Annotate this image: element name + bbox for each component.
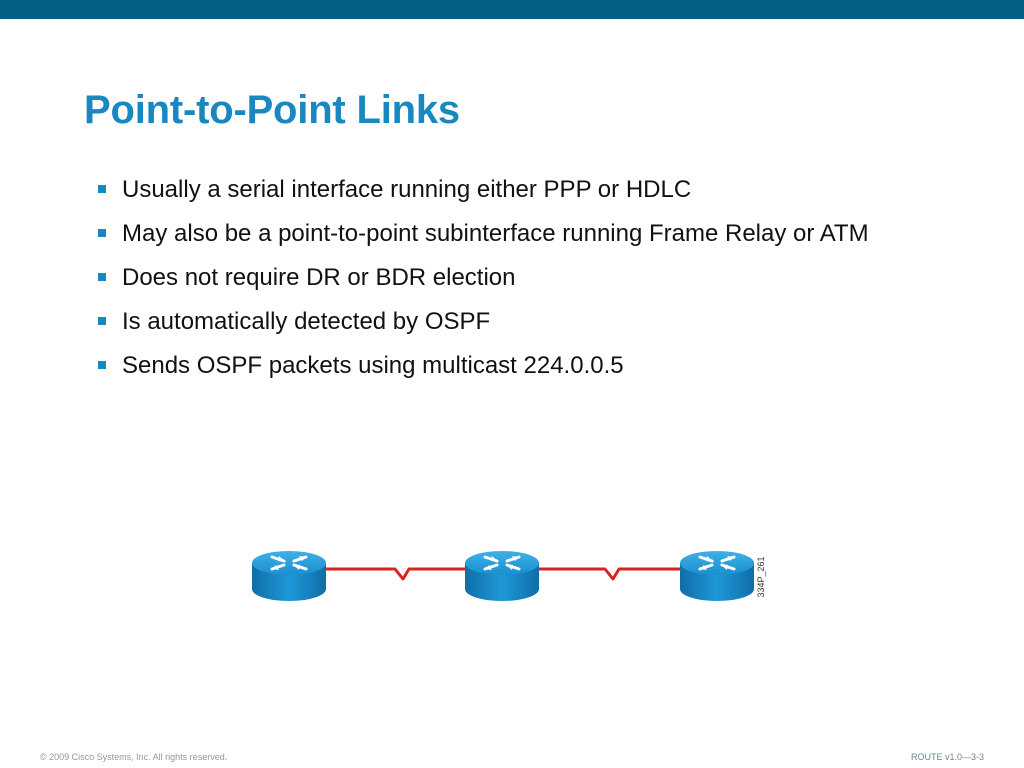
- bullet-square-icon: [98, 185, 106, 193]
- bullet-square-icon: [98, 317, 106, 325]
- serial-link: [539, 567, 680, 581]
- serial-link: [325, 567, 465, 581]
- bullet-item: Does not require DR or BDR election: [98, 262, 978, 294]
- router-icon: [250, 549, 328, 603]
- bullet-item: Sends OSPF packets using multicast 224.0…: [98, 350, 978, 382]
- network-diagram: [250, 549, 756, 603]
- router-icon: [678, 549, 756, 603]
- bullet-text: Sends OSPF packets using multicast 224.0…: [122, 352, 624, 379]
- bullet-text: Is automatically detected by OSPF: [122, 308, 491, 335]
- top-banner: [0, 0, 1024, 19]
- bullet-item: Is automatically detected by OSPF: [98, 306, 978, 338]
- bullet-square-icon: [98, 361, 106, 369]
- footer-copyright: © 2009 Cisco Systems, Inc. All rights re…: [40, 752, 228, 762]
- bullet-item: Usually a serial interface running eithe…: [98, 174, 978, 206]
- footer-course-page: ROUTE v1.0—3-3: [910, 752, 984, 762]
- figure-code: 334P_261: [756, 556, 766, 598]
- bullet-list: Usually a serial interface running eithe…: [98, 174, 978, 394]
- router-icon: [463, 549, 541, 603]
- bullet-square-icon: [98, 229, 106, 237]
- bullet-text: Usually a serial interface running eithe…: [122, 176, 692, 203]
- bullet-text: Does not require DR or BDR election: [122, 264, 516, 291]
- bullet-square-icon: [98, 273, 106, 281]
- bullet-text: May also be a point-to-point subinterfac…: [122, 220, 869, 247]
- slide-title: Point-to-Point Links: [84, 88, 460, 132]
- bullet-item: May also be a point-to-point subinterfac…: [98, 218, 978, 250]
